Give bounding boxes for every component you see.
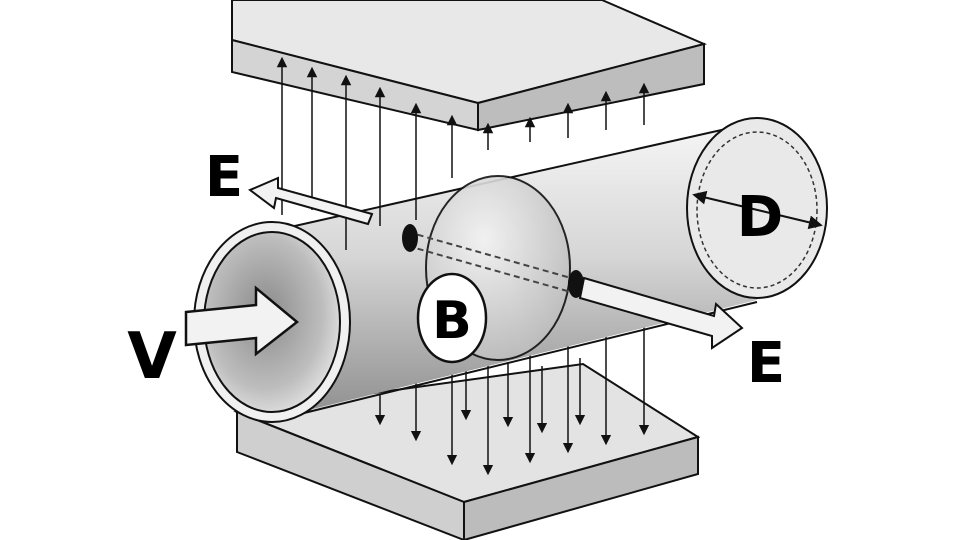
top-magnet-plate	[231, 0, 708, 132]
electrode-left	[402, 224, 418, 252]
electrode-label-right: E	[747, 331, 785, 396]
flow-arrow	[184, 285, 299, 357]
magnetic-field-lines-lower	[374, 312, 650, 476]
magnetic-field-lines-upper	[276, 56, 650, 250]
electrode-arrow-right	[578, 276, 744, 350]
electrode-label-left: E	[205, 145, 243, 210]
velocity-label: V	[127, 320, 177, 394]
diameter-label: D	[737, 185, 783, 250]
diameter-arrow	[692, 190, 823, 230]
magnetic-field-label: B	[432, 291, 472, 351]
electrode-bar	[402, 224, 584, 298]
magnetic-field-badge: B	[416, 272, 488, 364]
electrode-right	[568, 270, 584, 298]
electrode-arrow-left	[248, 176, 374, 226]
